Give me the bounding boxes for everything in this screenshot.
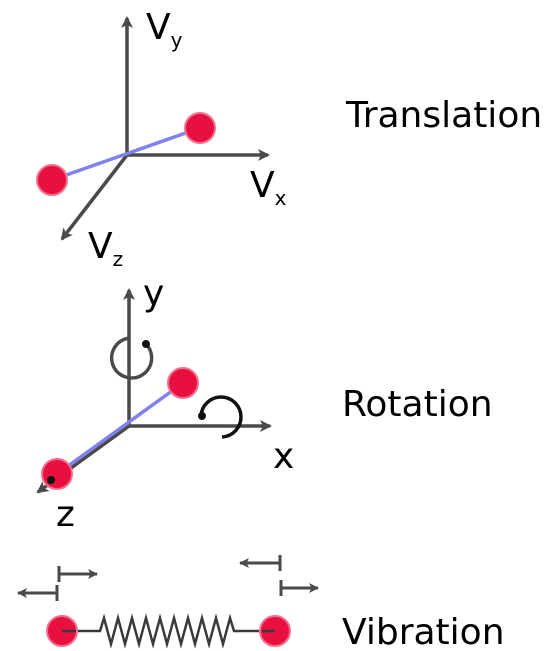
svg-text:Vz: Vz	[88, 226, 123, 271]
translation-bond	[51, 126, 201, 182]
translation-panel: Vy Vx Vz Translation	[36, 7, 542, 271]
vz-label-sub: z	[113, 247, 124, 271]
vibration-arrows	[17, 555, 319, 601]
vy-label-main: V	[146, 7, 171, 48]
svg-text:Vy: Vy	[146, 7, 183, 52]
rotation-around-x-icon	[199, 395, 243, 439]
rotation-z-label: z	[56, 494, 75, 535]
vx-label-sub: x	[275, 186, 287, 210]
rotation-around-y-icon	[109, 336, 154, 380]
translation-atom-left	[36, 164, 68, 196]
rotation-around-y-dot	[142, 340, 150, 348]
translation-axes	[60, 16, 270, 241]
translation-atom-right	[184, 112, 216, 144]
rotation-title: Rotation	[342, 384, 493, 425]
vibration-panel: Vibration	[17, 555, 505, 651]
vibration-title: Vibration	[342, 612, 505, 651]
vibration-spring	[62, 613, 275, 649]
rotation-atom-left	[41, 458, 73, 490]
rotation-around-z-dot	[47, 476, 55, 484]
vy-label-sub: y	[171, 28, 183, 52]
rotation-panel: y x z Rotation	[36, 273, 493, 535]
vx-label-main: V	[250, 165, 275, 206]
rotation-atom-right	[167, 367, 199, 399]
rotation-around-x-dot	[198, 412, 206, 420]
translation-title: Translation	[345, 95, 542, 136]
svg-text:Vx: Vx	[250, 165, 287, 210]
vz-axis	[60, 153, 129, 241]
rotation-bond	[55, 381, 185, 476]
rotation-y-label: y	[143, 273, 164, 314]
vz-label-main: V	[88, 226, 113, 267]
rotation-x-label: x	[273, 436, 294, 477]
